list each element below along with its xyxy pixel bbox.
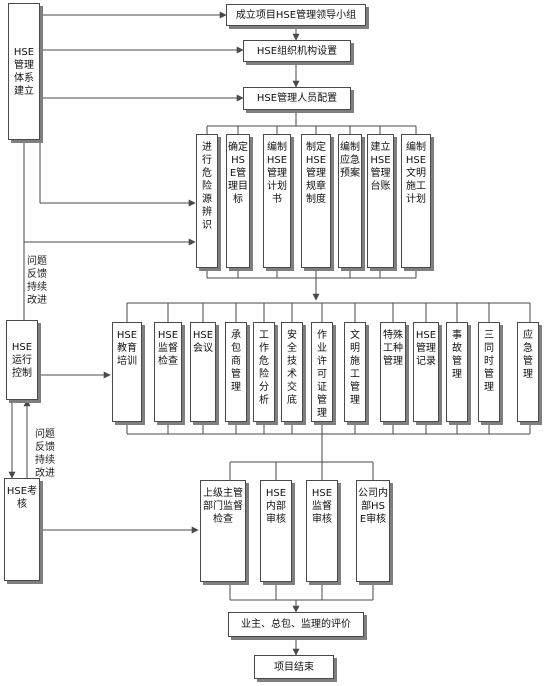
hse-operation-control-box: HSE运行控制 [6,320,38,400]
operation-task-work-permit-management: 作业许可证管理 [311,322,333,422]
operation-task-label: 三同时管理 [484,330,494,393]
planning-task-label: 确定HSE管理目标 [228,142,248,205]
operation-task-civilized-construction-management: 文明施工管理 [344,322,366,422]
planning-task-label: 建立HSE管理台账 [370,142,391,192]
feedback-line: 持续 [35,455,55,466]
operation-task-education-training: HSE教育培训 [112,322,142,422]
feedback-line: 问题 [27,256,47,267]
operation-task-job-hazard-analysis: 工作危险分析 [253,322,275,422]
operation-task-label: HSE监督检查 [157,330,179,367]
feedback-line: 改进 [35,468,55,479]
feedback-label-upper: 问题 反馈 持续 改进 [27,255,47,307]
operation-task-label: 事故管理 [452,330,462,380]
audit-task-internal-audit: HSE内部审核 [260,480,292,582]
audit-task-label: 上级主管部门监督检查 [203,488,243,525]
setup-step-staffing: HSE管理人员配置 [243,87,351,110]
operation-task-label: HSE会议 [192,330,214,354]
operation-task-meeting: HSE会议 [190,322,216,422]
setup-step-org-structure: HSE组织机构设置 [243,40,351,62]
operation-task-label: 作业许可证管理 [317,330,327,419]
setup-step-label: 成立项目HSE管理领导小组 [235,9,357,21]
operation-task-label: 承包商管理 [231,330,241,393]
audit-task-company-internal-audit: 公司内部HSE审核 [356,480,390,582]
operation-task-emergency-management: 应急管理 [517,322,539,422]
operation-task-label: 安全技术交底 [287,330,297,406]
planning-task-label: 制定HSE管理规章制度 [305,142,327,205]
operation-task-label: 文明施工管理 [350,330,360,406]
hse-assessment-box: HSE考核 [4,478,40,581]
feedback-line: 持续 [27,282,47,293]
planning-task-label: 编制应急预案 [340,142,360,179]
operation-task-supervision-inspection: HSE监督检查 [154,322,182,422]
hse-system-establish-label: HSE管理体系建立 [13,46,35,97]
operation-task-management-records: HSE管理记录 [413,322,439,422]
setup-step-label: HSE组织机构设置 [256,45,338,57]
planning-task-label: 进行危险源辨识 [202,142,212,231]
feedback-line: 问题 [35,429,55,440]
setup-step-label: HSE管理人员配置 [256,93,338,104]
operation-task-label: HSE教育培训 [116,330,138,367]
operation-task-contractor-management: 承包商管理 [225,322,247,422]
audit-task-label: HSE内部审核 [265,488,287,525]
evaluation-box: 业主、总包、监理的评价 [228,612,364,637]
planning-task-label: 编制HSE管理计划书 [266,142,288,205]
planning-task-civilized-construction-plan: 编制HSE文明施工计划 [401,134,431,268]
feedback-line: 反馈 [27,269,47,280]
project-end-label: 项目结束 [274,661,314,673]
feedback-line: 反馈 [35,442,55,453]
audit-task-label: 公司内部HSE审核 [358,488,388,525]
planning-task-management-goals: 确定HSE管理目标 [226,134,250,268]
planning-task-hazard-identification: 进行危险源辨识 [196,134,218,268]
evaluation-label: 业主、总包、监理的评价 [241,619,351,630]
hse-operation-control-label: HSE运行控制 [11,341,33,379]
planning-task-management-ledger: 建立HSE管理台账 [367,134,394,268]
operation-task-label: 应急管理 [523,330,533,380]
setup-step-leadership-group: 成立项目HSE管理领导小组 [226,4,366,26]
planning-task-management-plan: 编制HSE管理计划书 [263,134,291,268]
planning-task-rules-regulations: 制定HSE管理规章制度 [301,134,331,268]
audit-task-label: HSE监督审核 [311,488,333,525]
feedback-label-lower: 问题 反馈 持续 改进 [35,428,55,480]
feedback-line: 改进 [27,295,47,306]
audit-task-superior-department-inspection: 上级主管部门监督检查 [200,480,246,582]
project-end-box: 项目结束 [254,655,334,679]
hse-system-establish-box: HSE管理体系建立 [8,3,40,140]
planning-task-emergency-plan: 编制应急预案 [338,134,362,268]
operation-task-safety-technical-briefing: 安全技术交底 [281,322,303,422]
operation-task-three-simultaneities-management: 三同时管理 [478,322,500,422]
operation-task-label: 工作危险分析 [259,330,269,406]
hse-assessment-label: HSE考核 [6,486,38,510]
operation-task-special-trades-management: 特殊工种管理 [380,322,406,422]
operation-task-label: 特殊工种管理 [383,330,403,367]
planning-task-label: 编制HSE文明施工计划 [405,142,427,205]
audit-task-supervision-audit: HSE监督审核 [306,480,338,582]
operation-task-label: HSE管理记录 [415,330,437,367]
operation-task-accident-management: 事故管理 [446,322,468,422]
